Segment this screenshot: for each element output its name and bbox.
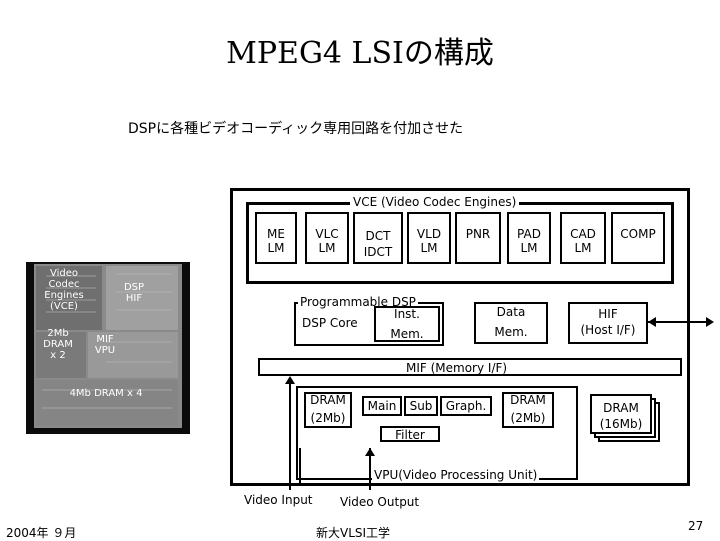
photo-label-dram2mb: 2Mb DRAM x 2	[43, 328, 73, 361]
vce-block-pad-label2: LM	[520, 241, 538, 255]
filter-label: Filter	[395, 428, 425, 442]
photo-label-dsp-hif: DSP HIF	[123, 282, 145, 304]
dram-right-label2: (2Mb)	[510, 411, 546, 425]
inst-mem-label1: Inst.	[394, 307, 420, 321]
hif-block: HIF (Host I/F)	[568, 302, 648, 344]
vce-block-dct-label1: DCT	[365, 229, 391, 243]
dram-left-block: DRAM (2Mb)	[304, 392, 352, 428]
vce-block-vlc: VLC LM	[305, 212, 349, 264]
chip-die-graphic	[34, 264, 182, 428]
vce-block-comp: COMP	[611, 212, 665, 264]
vce-block-me-label1: ME	[267, 227, 285, 241]
dsp-title: Programmable DSP	[298, 295, 418, 310]
video-input-label: Video Input	[244, 493, 313, 507]
photo-label-mif-vpu: MIF VPU	[94, 334, 116, 356]
vce-block-vld-label1: VLD	[416, 227, 442, 241]
vce-block-pad-label1: PAD	[517, 227, 541, 241]
dram-right-block: DRAM (2Mb)	[502, 392, 554, 428]
data-mem-label1: Data	[496, 305, 526, 319]
dram16-label2: (16Mb)	[599, 417, 643, 431]
data-mem-label2: Mem.	[494, 325, 528, 339]
main-label: Main	[367, 399, 397, 413]
footer-org: 新大VLSI工学	[316, 526, 391, 540]
mif-label: MIF (Memory I/F)	[406, 361, 508, 375]
vce-block-me-label2: LM	[267, 241, 285, 255]
vce-block-pnr: PNR	[455, 212, 501, 264]
vce-block-cad-label2: LM	[574, 241, 592, 255]
vce-block-pad: PAD LM	[507, 212, 551, 264]
sub-block: Sub	[404, 396, 438, 416]
vce-block-dct: DCT IDCT	[353, 212, 403, 264]
vce-block-cad: CAD LM	[560, 212, 606, 264]
graph-block: Graph.	[440, 396, 492, 416]
vce-block-vld-label2: LM	[420, 241, 438, 255]
mif-bar: MIF (Memory I/F)	[258, 358, 682, 376]
hif-label1: HIF	[598, 307, 618, 321]
graph-label: Graph.	[445, 399, 487, 413]
hif-label2: (Host I/F)	[580, 323, 636, 337]
dram-left-label1: DRAM	[310, 393, 346, 407]
slide-subtitle: DSPに各種ビデオコーディック専用回路を付加させた	[128, 121, 464, 137]
photo-label-vce: Video Codec Engines (VCE)	[44, 268, 84, 312]
vce-title: VCE (Video Codec Engines)	[350, 195, 520, 210]
video-output-label: Video Output	[340, 495, 420, 509]
vpu-title: VPU(Video Processing Unit)	[372, 468, 540, 483]
vce-block-cad-label1: CAD	[570, 227, 596, 241]
vce-block-pnr-label1: PNR	[465, 227, 491, 241]
data-mem-block: Data Mem.	[474, 302, 548, 344]
dram16-block: DRAM (16Mb)	[590, 394, 652, 434]
dram-left-label2: (2Mb)	[310, 411, 346, 425]
slide-title: MPEG4 LSIの構成	[226, 36, 494, 71]
filter-block: Filter	[380, 426, 440, 442]
inst-mem-label2: Mem.	[390, 327, 424, 341]
photo-label-dram4mb: 4Mb DRAM x 4	[69, 388, 143, 399]
inst-mem-block: Inst. Mem.	[374, 306, 440, 342]
dram-right-label1: DRAM	[510, 393, 546, 407]
vce-block-comp-label1: COMP	[620, 227, 656, 241]
dsp-core-label: DSP Core	[302, 316, 358, 330]
sub-label: Sub	[409, 399, 433, 413]
chip-photo: Video Codec Engines (VCE) DSP HIF 2Mb DR…	[26, 262, 190, 434]
vce-block-vlc-label1: VLC	[315, 227, 339, 241]
page-number: 27	[688, 519, 704, 533]
vce-block-me: ME LM	[255, 212, 297, 264]
main-block: Main	[362, 396, 402, 416]
dram16-label1: DRAM	[603, 401, 639, 415]
footer-date: 2004年 ９月	[6, 526, 77, 540]
vce-block-dct-label2: IDCT	[363, 245, 393, 259]
vce-block-vlc-label2: LM	[318, 241, 336, 255]
vce-block-vld: VLD LM	[407, 212, 451, 264]
